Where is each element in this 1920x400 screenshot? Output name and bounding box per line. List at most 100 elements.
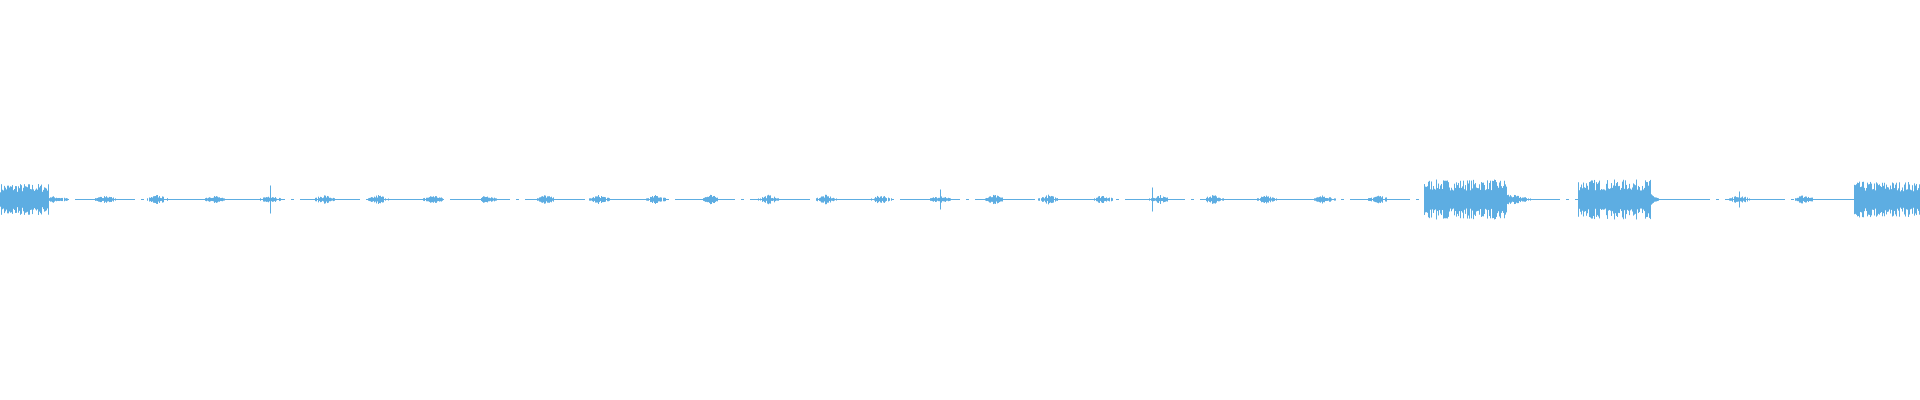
waveform-peak xyxy=(6,189,7,210)
waveform-peak xyxy=(320,196,321,203)
waveform-peak xyxy=(1456,182,1457,217)
waveform-peak xyxy=(716,197,717,202)
waveform-peak xyxy=(1600,190,1601,209)
waveform-peak xyxy=(1870,181,1871,218)
waveform-peak xyxy=(1906,189,1907,210)
waveform-peak xyxy=(652,195,653,204)
waveform-peak xyxy=(710,194,711,205)
waveform-peak xyxy=(1166,197,1167,202)
waveform-peak xyxy=(441,197,442,202)
waveform-peak xyxy=(1745,196,1746,203)
waveform-peak xyxy=(486,196,487,203)
waveform-peak xyxy=(491,197,492,202)
waveform-peak xyxy=(1877,183,1878,216)
waveform-peak xyxy=(602,196,603,203)
waveform-peak xyxy=(1269,198,1270,201)
waveform-peak xyxy=(1507,195,1508,204)
waveform-peak xyxy=(1903,191,1904,208)
waveform-peak xyxy=(940,189,941,210)
waveform-peak xyxy=(1857,182,1858,217)
waveform-peak xyxy=(23,187,24,212)
waveform-peak xyxy=(1478,188,1479,211)
waveform-peak xyxy=(495,198,496,201)
waveform-peak xyxy=(43,189,44,210)
waveform-peak xyxy=(589,198,590,201)
waveform-peak xyxy=(1891,189,1892,210)
waveform-peak xyxy=(105,197,106,202)
waveform-peak xyxy=(1424,184,1425,215)
waveform-peak xyxy=(1368,198,1369,201)
waveform-peak xyxy=(1001,197,1002,202)
waveform-peak xyxy=(147,198,148,201)
waveform-peak xyxy=(1049,195,1050,204)
waveform-peak xyxy=(1316,197,1317,202)
waveform-peak xyxy=(1865,190,1866,209)
waveform-peak xyxy=(713,196,714,203)
waveform-peak xyxy=(1452,189,1453,210)
waveform-peak xyxy=(331,198,332,201)
waveform-peak xyxy=(1874,183,1875,216)
waveform-peak xyxy=(1039,198,1040,201)
waveform-peak xyxy=(1900,191,1901,208)
waveform-peak xyxy=(428,197,429,202)
waveform-peak xyxy=(58,197,59,202)
waveform-peak xyxy=(1917,190,1918,209)
waveform-peak xyxy=(1044,198,1045,201)
waveform-peak xyxy=(1737,197,1738,202)
waveform-peak xyxy=(1901,190,1902,209)
waveform-peak xyxy=(655,195,656,204)
waveform-peak xyxy=(1882,182,1883,217)
waveform-peak xyxy=(98,197,99,202)
waveform-peak xyxy=(380,195,381,204)
waveform-peak xyxy=(1616,183,1617,216)
waveform-peak xyxy=(153,196,154,203)
waveform-peak xyxy=(1799,196,1800,203)
waveform-peak xyxy=(871,198,872,201)
waveform-peak xyxy=(1475,183,1476,216)
waveform-peak xyxy=(1523,197,1524,202)
waveform-peak xyxy=(990,196,991,203)
waveform-peak xyxy=(1104,197,1105,202)
waveform-peak xyxy=(1487,180,1488,219)
waveform-peak xyxy=(1657,197,1658,202)
waveform-peak xyxy=(1807,197,1808,202)
waveform-peak xyxy=(1382,196,1383,203)
waveform-peak xyxy=(1589,181,1590,218)
waveform-peak xyxy=(1328,198,1329,201)
waveform-peak xyxy=(825,194,826,205)
waveform-peak xyxy=(1271,198,1272,201)
waveform-peak xyxy=(1430,189,1431,210)
waveform-peak xyxy=(45,187,46,212)
waveform-peak xyxy=(830,196,831,203)
waveform-peak xyxy=(1747,197,1748,202)
waveform-peak xyxy=(1854,184,1855,215)
waveform-peak xyxy=(939,197,940,202)
waveform-peak xyxy=(1327,198,1328,201)
waveform-peak xyxy=(110,197,111,202)
waveform-peak xyxy=(99,197,100,202)
waveform-peak xyxy=(1526,198,1527,201)
waveform-peak xyxy=(947,198,948,201)
waveform-peak xyxy=(1326,197,1327,202)
waveform-peak xyxy=(548,196,549,203)
waveform-peak xyxy=(264,197,265,202)
waveform-peak xyxy=(426,197,427,202)
waveform-peak xyxy=(1810,197,1811,202)
waveform-peak xyxy=(1742,196,1743,203)
waveform-peak xyxy=(1805,196,1806,203)
waveform-peak xyxy=(882,198,883,201)
waveform-peak xyxy=(1871,183,1872,216)
waveform-peak xyxy=(332,198,333,201)
waveform-peak xyxy=(1457,185,1458,214)
waveform-peak xyxy=(438,197,439,202)
waveform-peak xyxy=(1322,195,1323,204)
waveform-peak xyxy=(1335,198,1336,201)
waveform-peak xyxy=(1488,189,1489,210)
waveform-peak xyxy=(496,198,497,201)
waveform-peak xyxy=(1862,181,1863,218)
waveform-peak xyxy=(1591,180,1592,219)
waveform-peak xyxy=(111,197,112,202)
waveform-peak xyxy=(817,197,818,202)
waveform-peak xyxy=(661,197,662,202)
